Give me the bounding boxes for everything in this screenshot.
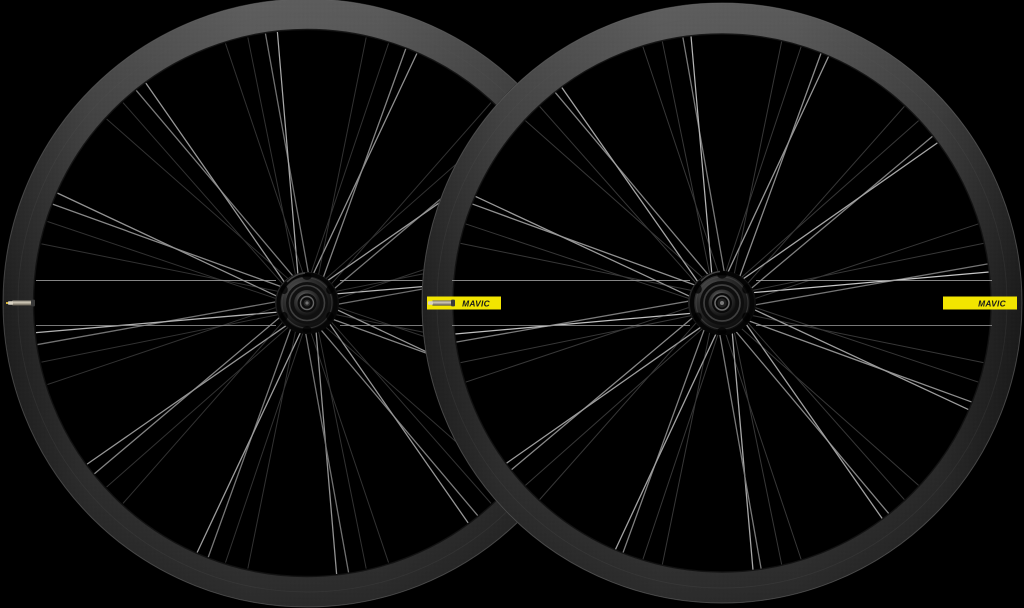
front-hub bbox=[275, 272, 339, 334]
front-wheel-valve-stem bbox=[6, 299, 35, 307]
rear-wheel-spokes bbox=[454, 35, 990, 571]
decal-text-right: MAVIC bbox=[978, 298, 1007, 308]
rear-rim-decal-left: MAVIC bbox=[427, 296, 501, 310]
rear-wheel-valve-stem bbox=[428, 299, 455, 307]
front-wheel-spokes bbox=[35, 31, 579, 575]
rear-hub bbox=[688, 270, 756, 336]
decal-text-left: MAVIC bbox=[462, 298, 491, 308]
rear-rim-decal-right: MAVIC bbox=[943, 296, 1017, 310]
rear-axle-highlight bbox=[452, 279, 992, 327]
freehub-body bbox=[712, 293, 732, 313]
